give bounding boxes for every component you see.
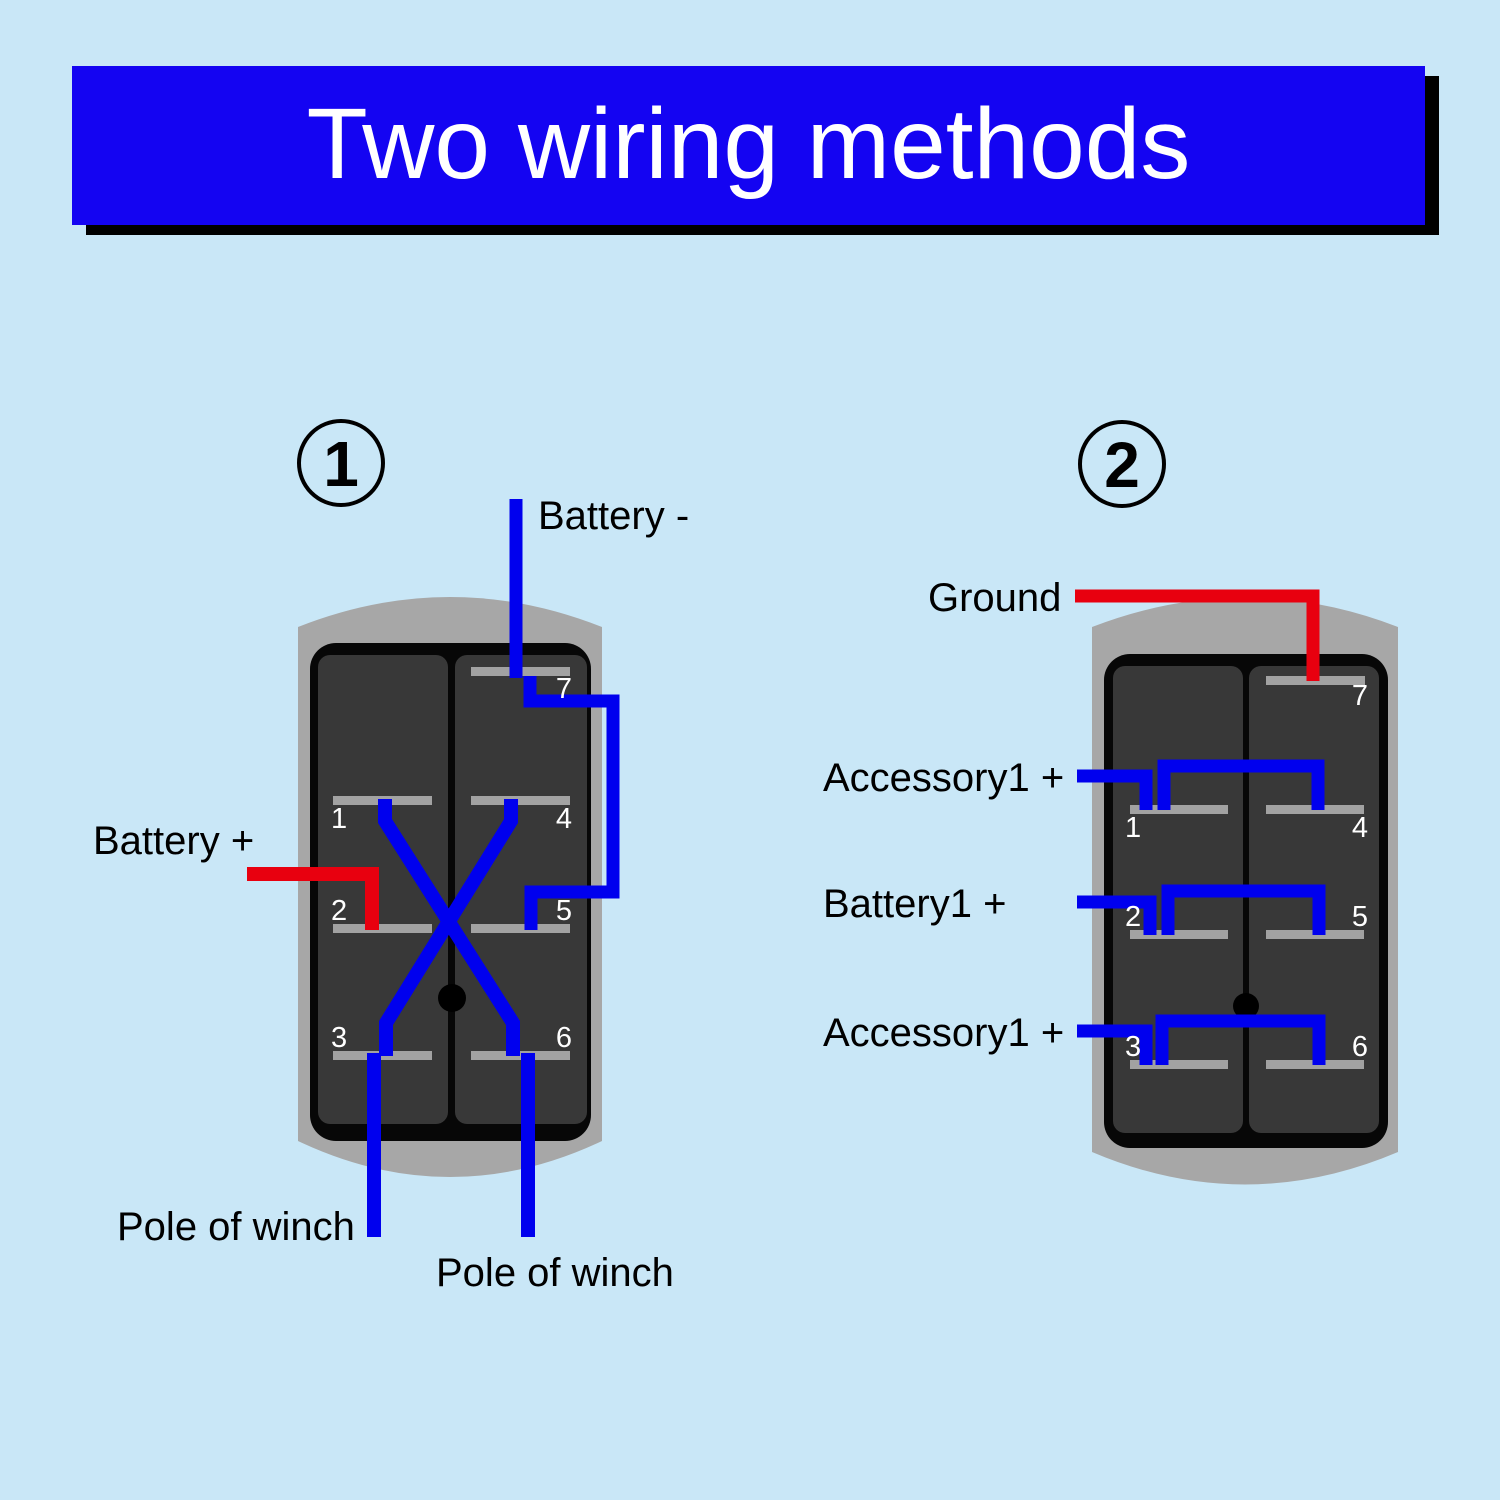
method-2-badge-circle (1078, 420, 1166, 508)
switch-2-pin-2: 2 (1125, 901, 1141, 933)
method-1-badge-number: 1 (323, 428, 359, 500)
accessory1-bottom-wire (1077, 1024, 1153, 1065)
method-2-diagram: 2 7 1 4 2 5 3 6 Ground Accessory1 (823, 420, 1398, 1185)
accessory1-top-wire (1077, 769, 1153, 810)
switch-1-left-panel (318, 655, 448, 1124)
switch-2-pin-5: 5 (1352, 901, 1368, 933)
switch-1-pivot-dot (438, 984, 466, 1012)
switch-1-pin-4: 4 (556, 803, 572, 835)
accessory1-top-label: Accessory1 + (823, 756, 1064, 800)
accessory1-top-jumper-1-to-4 (1157, 759, 1325, 810)
crossover-wire-pin4-to-pin3 (379, 799, 518, 1056)
ground-wire (1075, 589, 1320, 681)
pole-of-winch-left-label: Pole of winch (117, 1205, 355, 1249)
switch-1-pin-7: 7 (556, 673, 572, 705)
switch-2-pin-1: 1 (1125, 812, 1141, 844)
ground-label: Ground (928, 576, 1061, 620)
switch-1-terminal-bar-5 (471, 924, 570, 933)
switch-1-pin-6: 6 (556, 1022, 572, 1054)
switch-1-pin-2: 2 (331, 895, 347, 927)
switch-2-pin-4: 4 (1352, 812, 1368, 844)
accessory1-bottom-jumper-3-to-6 (1155, 1014, 1326, 1065)
switch-2-terminal-bar-2 (1130, 930, 1228, 939)
switch-1-right-panel (455, 655, 587, 1124)
method-1-diagram: 1 7 1 4 2 5 3 6 Battery - Battery (93, 419, 689, 1295)
switch-2-pin-7: 7 (1352, 680, 1368, 712)
battery1-jumper-2-to-5 (1161, 884, 1326, 935)
battery-minus-label: Battery - (538, 494, 689, 538)
switch-2-terminal-bar-3 (1130, 1060, 1228, 1069)
switch-2-pin-3: 3 (1125, 1031, 1141, 1063)
title-banner: Two wiring methods (72, 66, 1425, 225)
switch-1-pin-3: 3 (331, 1022, 347, 1054)
switch-2-pin-6: 6 (1352, 1031, 1368, 1063)
switch-1-pin-5: 5 (556, 895, 572, 927)
switch-2-terminal-bar-1 (1130, 805, 1228, 814)
pole-of-winch-right-label: Pole of winch (436, 1251, 674, 1295)
method-2-badge-number: 2 (1104, 429, 1140, 501)
battery1-wire (1077, 895, 1157, 935)
battery-plus-wire (247, 867, 379, 930)
battery1-label: Battery1 + (823, 882, 1006, 926)
accessory1-bottom-label: Accessory1 + (823, 1011, 1064, 1055)
battery-minus-to-pin5-wire (523, 676, 620, 930)
switch-1-terminal-bar-6 (471, 1051, 570, 1060)
method-1-badge-circle (297, 419, 385, 507)
switch-1-terminal-bar-2 (333, 924, 432, 933)
page-title: Two wiring methods (306, 87, 1191, 200)
switch-1-pin-1: 1 (331, 803, 347, 835)
switch-2-pivot-dot (1233, 993, 1259, 1019)
switch-1-terminal-bar-4 (471, 796, 570, 805)
battery-plus-label: Battery + (93, 819, 254, 863)
